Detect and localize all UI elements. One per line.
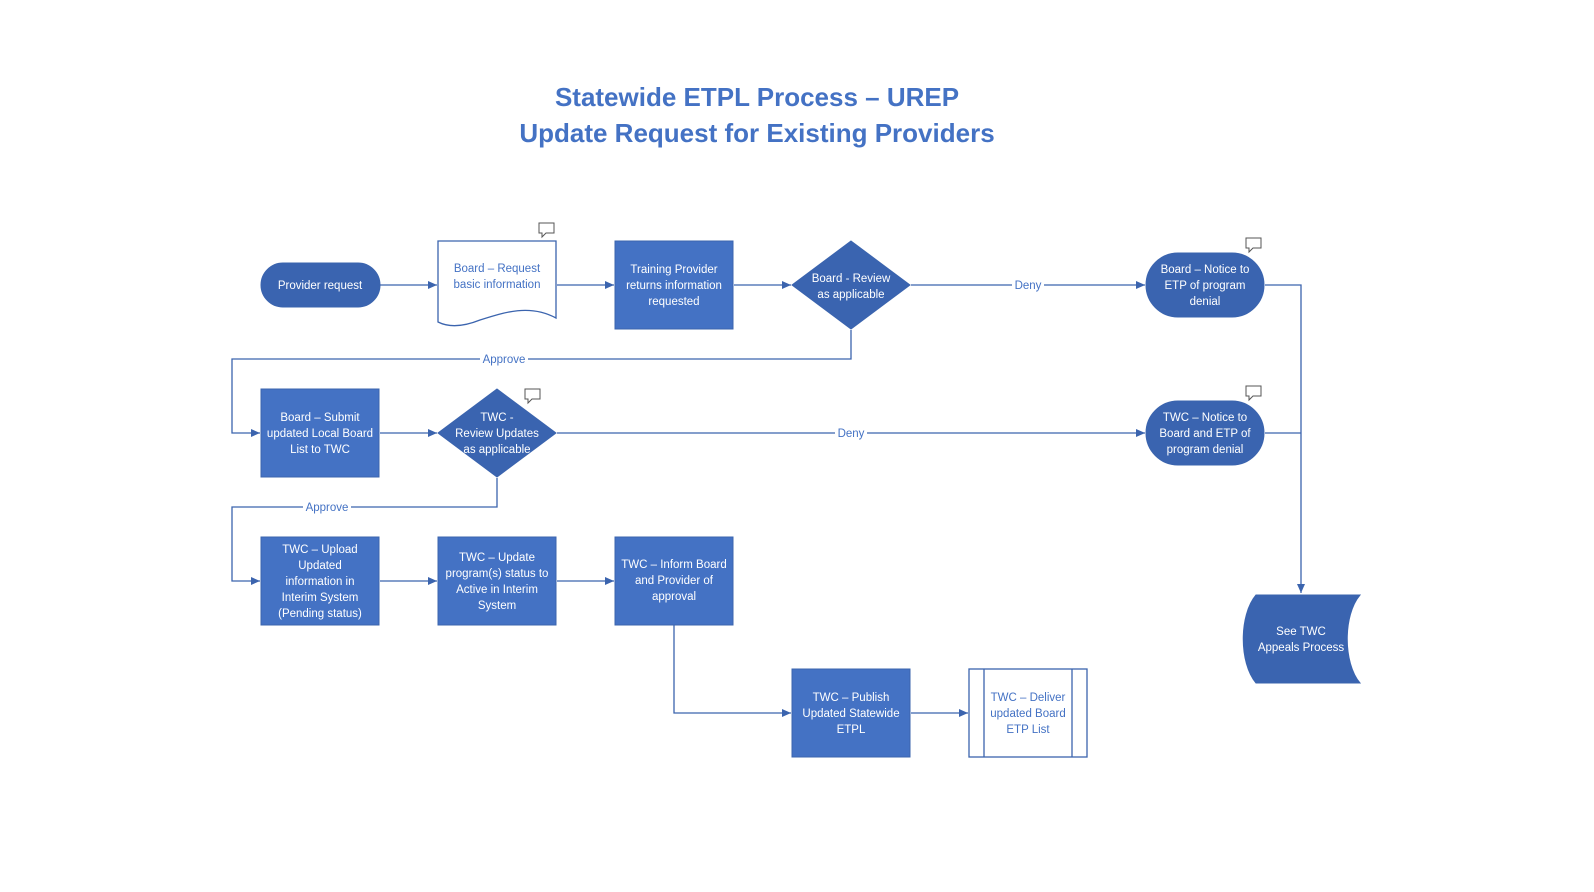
provider-request-terminator [260,262,381,308]
comment-icon[interactable] [1245,237,1262,254]
twc-publish-process [791,668,911,758]
training-provider-process [614,240,734,330]
board-notice-terminator [1145,252,1265,318]
twc-deliver-predefined-process [968,668,1088,758]
edge-board-notice-to-trunk [1265,284,1302,433]
shapes [260,240,1362,758]
board-request-document-shape [437,240,557,327]
board-review-decision [791,240,911,330]
edge-label-approve-board: Approve [483,354,526,366]
twc-inform-process [614,536,734,626]
comment-icon[interactable] [1245,385,1262,402]
twc-notice-terminator [1145,400,1265,466]
twc-upload-process [260,536,380,626]
comment-icon[interactable] [524,388,541,405]
twc-update-status-process [437,536,557,626]
connectors [231,281,1305,717]
edge-label-deny-twc: Deny [838,428,865,440]
see-appeals-stored-data-shape [1242,594,1362,684]
edge-board-review-approve [231,330,852,437]
diagram-title-line-1: Statewide ETPL Process – UREP [554,82,960,112]
edge-label-deny-board: Deny [1015,280,1042,292]
provider-request-label: Provider request [278,280,363,292]
diagram-title-line-2: Update Request for Existing Providers [519,118,995,148]
comment-icon[interactable] [538,222,555,239]
edge-label-approve-twc: Approve [306,502,349,514]
edge-labels: Deny Approve Deny Approve [303,277,1044,514]
board-submit-process [260,388,380,478]
twc-review-decision [437,388,557,478]
edge-inform-to-publish [673,625,791,717]
edge-twc-review-approve [231,478,498,585]
